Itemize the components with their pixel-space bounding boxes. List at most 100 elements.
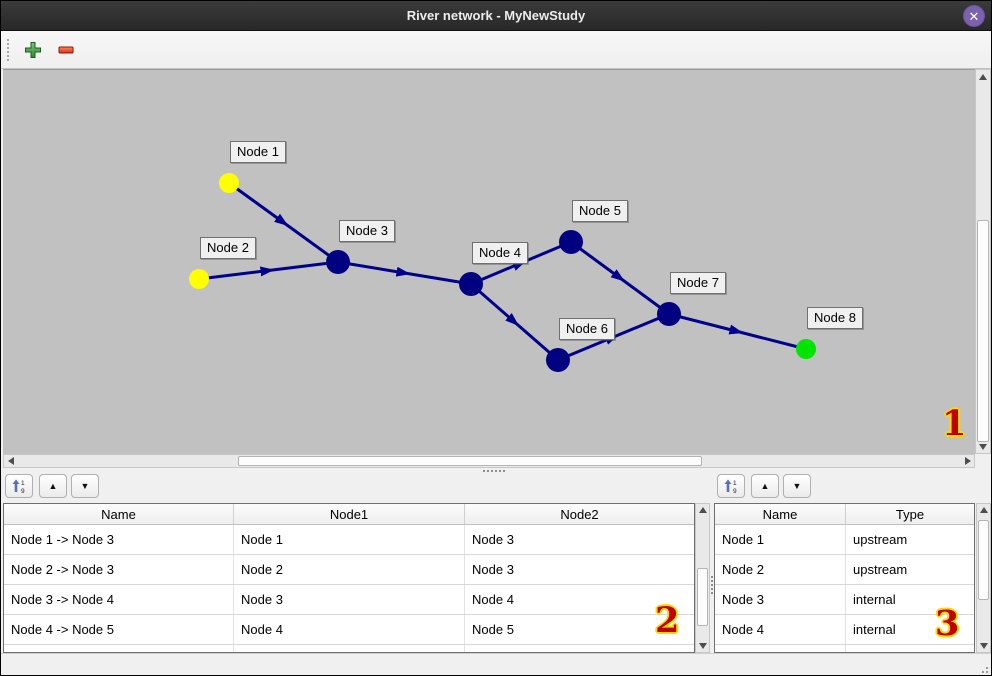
node-label-n6[interactable]: Node 6: [559, 318, 615, 340]
column-header-name[interactable]: Name: [4, 504, 234, 525]
table-cell[interactable]: Node 4: [715, 614, 846, 645]
table-cell[interactable]: [715, 644, 846, 652]
network-edge-n7-n8[interactable]: [668, 312, 807, 351]
table-cell[interactable]: internal: [845, 614, 974, 645]
table-cell[interactable]: Node 1: [715, 524, 846, 555]
nodes-move-up-button[interactable]: ▲: [751, 474, 779, 498]
add-node-button[interactable]: [20, 37, 46, 63]
table-cell[interactable]: Node 3: [715, 584, 846, 615]
scroll-right-button[interactable]: [961, 455, 974, 467]
table-cell[interactable]: upstream: [845, 554, 974, 585]
svg-text:1: 1: [21, 480, 25, 487]
scroll-down-button[interactable]: [696, 640, 709, 652]
nodes-move-down-button[interactable]: ▼: [783, 474, 811, 498]
table-cell[interactable]: internal: [845, 584, 974, 615]
scroll-up-button[interactable]: [977, 504, 990, 516]
remove-node-button[interactable]: [53, 37, 79, 63]
reaches-move-down-button[interactable]: ▼: [71, 474, 99, 498]
resize-grip-icon[interactable]: [986, 671, 988, 673]
table-cell[interactable]: [845, 644, 974, 652]
scroll-left-button[interactable]: [4, 455, 17, 467]
table-cell[interactable]: Node 3 -> Node 4: [4, 584, 234, 615]
scroll-up-button[interactable]: [696, 504, 709, 516]
network-node-n3[interactable]: [326, 250, 350, 274]
horizontal-scroll-thumb[interactable]: [238, 456, 702, 466]
network-node-n4[interactable]: [459, 272, 483, 296]
table-cell[interactable]: Node 5: [464, 614, 694, 645]
table-cell[interactable]: Node 4: [464, 584, 694, 615]
network-node-n8[interactable]: [796, 339, 816, 359]
network-edge-n1-n3[interactable]: [228, 181, 339, 264]
nodes-table-scrollbar[interactable]: [976, 503, 991, 653]
triangle-up-icon: [979, 73, 987, 80]
node-label-n7[interactable]: Node 7: [670, 272, 726, 294]
column-header-name[interactable]: Name: [715, 504, 846, 525]
table-cell[interactable]: Node 3: [464, 524, 694, 555]
vertical-scroll-thumb[interactable]: [697, 568, 708, 626]
network-node-n5[interactable]: [559, 230, 583, 254]
node-label-n4[interactable]: Node 4: [472, 242, 528, 264]
canvas-vertical-scrollbar[interactable]: [975, 69, 991, 454]
network-canvas[interactable]: Node 1 Node 2 Node 3 Node 4 Node 5 Node 6 Node…: [3, 69, 975, 454]
node-label-n3[interactable]: Node 3: [339, 220, 395, 242]
toolbar-drag-handle[interactable]: [7, 38, 12, 61]
table-cell[interactable]: [464, 644, 694, 652]
table-cell[interactable]: Node 1 -> Node 3: [4, 524, 234, 555]
scroll-down-button[interactable]: [977, 640, 990, 652]
table-cell[interactable]: upstream: [845, 524, 974, 555]
column-header-type[interactable]: Type: [845, 504, 974, 525]
node-label-n5[interactable]: Node 5: [572, 200, 628, 222]
network-edge-n5-n7[interactable]: [570, 240, 670, 316]
table-cell[interactable]: [233, 644, 465, 652]
network-node-n2[interactable]: [189, 269, 209, 289]
triangle-down-icon: [979, 443, 987, 450]
node-label-n8[interactable]: Node 8: [807, 307, 863, 329]
nodes-sort-button[interactable]: 1 9: [717, 474, 745, 498]
table-cell[interactable]: Node 2: [233, 554, 465, 585]
splitter-grip-icon: [483, 470, 485, 472]
network-edge-n3-n4[interactable]: [337, 260, 472, 286]
title-bar[interactable]: River network - MyNewStudy ✕: [1, 1, 991, 31]
table-cell[interactable]: Node 1: [233, 524, 465, 555]
table-cell[interactable]: Node 2: [715, 554, 846, 585]
triangle-down-icon: [698, 643, 707, 649]
network-edge-n2-n3[interactable]: [198, 260, 339, 281]
table-cell[interactable]: Node 3: [233, 584, 465, 615]
network-node-n1[interactable]: [219, 173, 239, 193]
table-cell[interactable]: Node 4 -> Node 5: [4, 614, 234, 645]
node-label-n1[interactable]: Node 1: [230, 141, 286, 163]
node-label-n2[interactable]: Node 2: [200, 237, 256, 259]
pane-splitter-horizontal[interactable]: [1, 468, 991, 473]
table-cell[interactable]: Node 3: [464, 554, 694, 585]
network-node-n6[interactable]: [546, 348, 570, 372]
table-cell[interactable]: Node 2 -> Node 3: [4, 554, 234, 585]
canvas-horizontal-scrollbar[interactable]: [3, 454, 975, 468]
network-node-n7[interactable]: [657, 302, 681, 326]
vertical-scroll-thumb[interactable]: [978, 520, 989, 600]
annotation-step-1: 1: [942, 403, 967, 444]
svg-text:1: 1: [733, 480, 737, 487]
table-row[interactable]: [715, 644, 974, 652]
reaches-table-scrollbar[interactable]: [695, 503, 710, 653]
column-header-node1[interactable]: Node1: [233, 504, 465, 525]
scroll-down-button[interactable]: [976, 440, 990, 453]
reaches-sort-button[interactable]: 1 9: [5, 474, 33, 498]
vertical-scroll-thumb[interactable]: [977, 220, 989, 442]
scroll-up-button[interactable]: [976, 70, 990, 83]
network-edge-n4-n6[interactable]: [470, 282, 559, 362]
reaches-move-up-button[interactable]: ▲: [39, 474, 67, 498]
table-cell[interactable]: [4, 644, 234, 652]
table-cell[interactable]: Node 4: [233, 614, 465, 645]
column-header-node2[interactable]: Node2: [464, 504, 694, 525]
close-button[interactable]: ✕: [963, 5, 985, 27]
pane-splitter-vertical[interactable]: [711, 576, 713, 578]
table-row[interactable]: [4, 644, 694, 652]
